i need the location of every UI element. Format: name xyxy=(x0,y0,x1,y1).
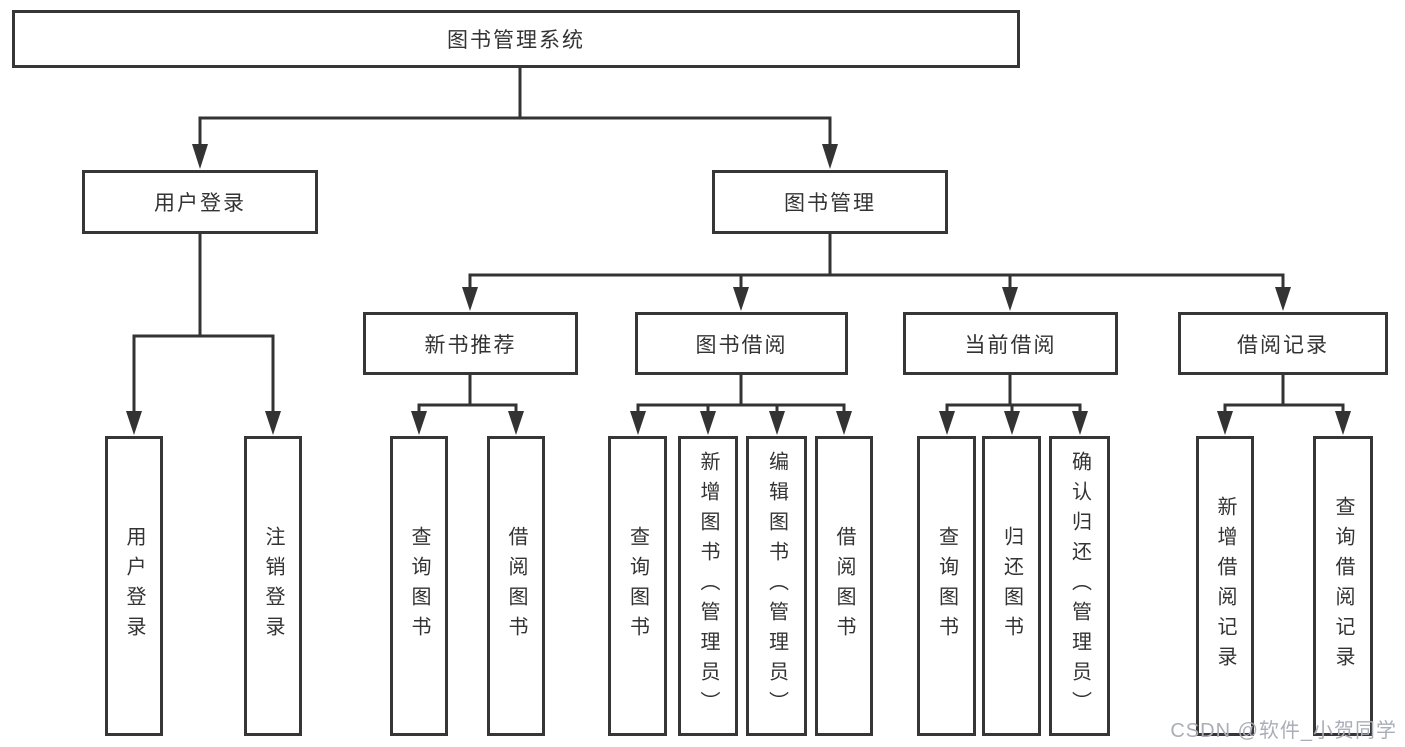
leaf-label: 新增图书（管理员） xyxy=(697,451,719,721)
leaf-label: 归还图书 xyxy=(1000,526,1023,646)
arrow-down-icon xyxy=(822,144,838,169)
node-new-book-recommendation: 新书推荐 xyxy=(363,312,578,375)
leaf-add-books-admin: 新增图书（管理员） xyxy=(678,436,738,736)
leaf-label: 查询图书 xyxy=(408,526,430,646)
connector-book-borrow-children xyxy=(636,373,846,414)
csdn-watermark: CSDN @软件_小贺同学 xyxy=(1170,720,1397,742)
arrow-down-icon xyxy=(1004,411,1020,435)
arrow-down-icon xyxy=(939,411,955,435)
leaf-label: 新增借阅记录 xyxy=(1214,496,1236,676)
node-book-management: 图书管理 xyxy=(712,170,948,234)
connector-user-login-children xyxy=(132,232,275,414)
arrow-down-icon xyxy=(411,411,427,435)
leaf-user-login: 用户登录 xyxy=(105,436,163,736)
arrow-down-icon xyxy=(1072,411,1088,435)
arrow-down-icon xyxy=(836,411,852,435)
connector-borrow-record-children xyxy=(1223,373,1345,414)
arrow-down-icon xyxy=(700,411,716,435)
leaf-label: 查询借阅记录 xyxy=(1332,496,1354,676)
arrow-down-icon xyxy=(1335,411,1351,435)
node-user-login: 用户登录 xyxy=(82,170,318,234)
leaf-label: 编辑图书（管理员） xyxy=(765,451,788,721)
leaf-label: 注销登录 xyxy=(262,526,284,646)
arrow-down-icon xyxy=(265,411,281,435)
leaf-borrow-books: 借阅图书 xyxy=(815,436,873,736)
arrow-down-icon xyxy=(630,411,646,435)
leaf-label: 查询图书 xyxy=(626,526,649,646)
connector-root-to-level2 xyxy=(198,66,832,148)
leaf-edit-books-admin: 编辑图书（管理员） xyxy=(746,436,807,736)
leaf-add-borrow-record: 新增借阅记录 xyxy=(1196,436,1254,736)
arrow-down-icon xyxy=(1217,411,1233,435)
leaf-query-books-recommend: 查询图书 xyxy=(390,436,448,736)
leaf-label: 查询图书 xyxy=(935,526,958,646)
leaf-query-books-borrowing: 查询图书 xyxy=(608,436,667,736)
arrow-down-icon xyxy=(508,411,524,435)
arrow-down-icon xyxy=(1275,287,1291,311)
leaf-query-books-current: 查询图书 xyxy=(917,436,976,736)
connector-book-management-children xyxy=(468,232,1285,290)
arrow-down-icon xyxy=(769,411,785,435)
connector-new-book-children xyxy=(417,373,518,414)
arrow-down-icon xyxy=(1002,287,1018,311)
arrow-down-icon xyxy=(733,287,749,311)
leaf-confirm-return-admin: 确认归还（管理员） xyxy=(1049,436,1110,736)
leaf-query-borrow-record: 查询借阅记录 xyxy=(1313,436,1373,736)
leaf-label: 借阅图书 xyxy=(833,526,855,646)
node-book-borrowing: 图书借阅 xyxy=(635,312,848,375)
leaf-return-books: 归还图书 xyxy=(982,436,1041,736)
node-current-borrowing: 当前借阅 xyxy=(903,312,1118,375)
arrow-down-icon xyxy=(192,144,208,169)
arrow-down-icon xyxy=(126,411,142,435)
leaf-label: 确认归还（管理员） xyxy=(1068,451,1091,721)
leaf-label: 用户登录 xyxy=(123,526,145,646)
arrow-down-icon xyxy=(462,287,478,311)
leaf-label: 借阅图书 xyxy=(505,526,527,646)
leaf-logout: 注销登录 xyxy=(244,436,302,736)
leaf-borrow-books-recommend: 借阅图书 xyxy=(487,436,545,736)
connector-current-borrow-children xyxy=(945,373,1082,414)
node-book-management-system: 图书管理系统 xyxy=(12,10,1020,68)
node-borrowing-records: 借阅记录 xyxy=(1178,312,1388,375)
